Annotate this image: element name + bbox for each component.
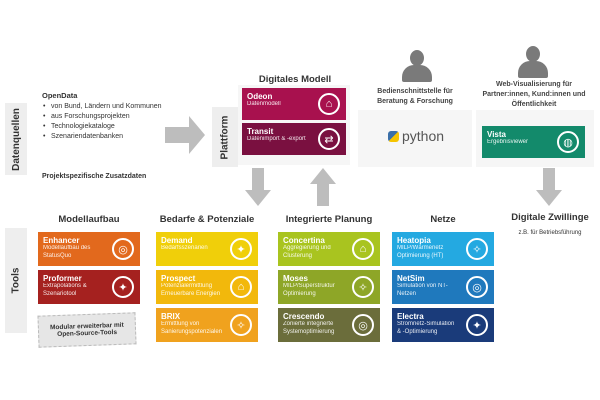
tool-subtitle: MILP/Superstruktur Optimierung xyxy=(283,283,335,297)
tool-title: Proformer xyxy=(43,274,82,283)
tool-icon: ✧ xyxy=(352,276,374,298)
tool-title: Heatopia xyxy=(397,236,431,245)
digitale-zwillinge-subtitle: z.B. für Betriebsführung xyxy=(518,230,582,236)
column-title: Modellaufbau xyxy=(58,214,120,225)
tool-subtitle: Extrapolations & Szenariotool xyxy=(43,283,87,297)
globe-icon: ◍ xyxy=(557,131,579,153)
tool-title: Demand xyxy=(161,236,193,245)
python-caption: Bedienschnittstelle für Beratung & Forsc… xyxy=(377,88,453,105)
tool-icon: ✧ xyxy=(466,238,488,260)
tool-icon: ◎ xyxy=(466,276,488,298)
tool-icon: ◎ xyxy=(352,314,374,336)
plattform-label: Plattform xyxy=(212,107,238,167)
tool-subtitle: Datenmodell xyxy=(247,101,281,107)
tool-icon: ✦ xyxy=(466,314,488,336)
list-item: von Bund, Ländern und Kommunen xyxy=(42,102,162,112)
tool-icon: ◎ xyxy=(112,238,134,260)
python-logo: python xyxy=(388,128,444,144)
tool-icon: ⌂ xyxy=(230,276,252,298)
tool-subtitle: Ermittlung von Sanierungspotenzialen xyxy=(161,321,223,335)
opendata-list: OpenData von Bund, Ländern und Kommunena… xyxy=(42,91,162,142)
plattform-text: Plattform xyxy=(219,115,231,159)
tool-subtitle: Datenimport & -export xyxy=(247,136,306,142)
person-icon xyxy=(518,46,548,78)
python-icon xyxy=(388,130,399,142)
tool-subtitle: Stromnetz-Simulation & -Optimierung xyxy=(397,321,455,335)
person-icon xyxy=(402,50,432,82)
datenquellen-text: Datenquellen xyxy=(10,107,22,171)
digitale-zwillinge-title: Digitale Zwillinge xyxy=(511,212,589,223)
tool-title: Crescendo xyxy=(283,312,325,321)
column-title: Integrierte Planung xyxy=(285,214,373,225)
arrow-down-icon xyxy=(245,168,271,206)
web-caption: Web-Visualisierung für Partner:innen, Ku… xyxy=(482,81,586,108)
arrow-down-icon xyxy=(536,168,562,206)
tool-icon: ⌂ xyxy=(352,238,374,260)
tool-title: Enhancer xyxy=(43,236,80,245)
arrow-right-icon xyxy=(165,116,205,154)
house-icon: ⌂ xyxy=(318,93,340,115)
tool-title: BRIX xyxy=(161,312,181,321)
digitales-modell-title: Digitales Modell xyxy=(258,74,332,85)
python-panel xyxy=(358,110,472,167)
tool-title: Odeon xyxy=(247,92,273,101)
tools-label: Tools xyxy=(5,228,27,333)
arrow-up-icon xyxy=(310,168,336,206)
tool-subtitle: Zonierte integrierte Systemoptimierung xyxy=(283,321,335,335)
column-title: Bedarfe & Potenziale xyxy=(159,214,255,225)
list-item: Szenariendatenbanken xyxy=(42,132,162,142)
transfer-icon: ⇄ xyxy=(318,128,340,150)
tool-subtitle: Bedarfsszenarien xyxy=(161,245,208,251)
python-text: python xyxy=(402,128,445,144)
list-item: aus Forschungsprojekten xyxy=(42,112,162,122)
tool-icon: ✦ xyxy=(112,276,134,298)
tool-title: NetSim xyxy=(397,274,425,283)
tool-title: Concertina xyxy=(283,236,325,245)
zusatzdaten: Projektspezifische Zusatzdaten xyxy=(42,173,147,180)
opendata-title: OpenData xyxy=(42,91,78,100)
column-title: Netze xyxy=(430,214,456,225)
list-item: Technologiekataloge xyxy=(42,122,162,132)
tool-subtitle: Ergebnisviewer xyxy=(487,139,529,145)
tool-subtitle: MILP/Wärmenetz Optimierung (HT) xyxy=(397,245,444,259)
tool-subtitle: Modellaufbau des StatusQuo xyxy=(43,245,91,259)
datenquellen-label: Datenquellen xyxy=(5,103,27,175)
tool-subtitle: Aggregierung und Clusterung xyxy=(283,245,331,259)
tool-title: Electra xyxy=(397,312,424,321)
tool-title: Transit xyxy=(247,127,274,136)
tools-text: Tools xyxy=(10,267,22,294)
tool-subtitle: Potenzialermittlung Erneuerbare Energien xyxy=(161,283,221,297)
open-source-note: Modular erweiterbar mit Open-Source-Tool… xyxy=(37,312,137,348)
tool-title: Moses xyxy=(283,274,308,283)
tool-title: Vista xyxy=(487,130,506,139)
tool-icon: ✧ xyxy=(230,314,252,336)
tool-subtitle: Simulation von NT-Netzen xyxy=(397,283,448,297)
tool-title: Prospect xyxy=(161,274,196,283)
tool-icon: ✦ xyxy=(230,238,252,260)
